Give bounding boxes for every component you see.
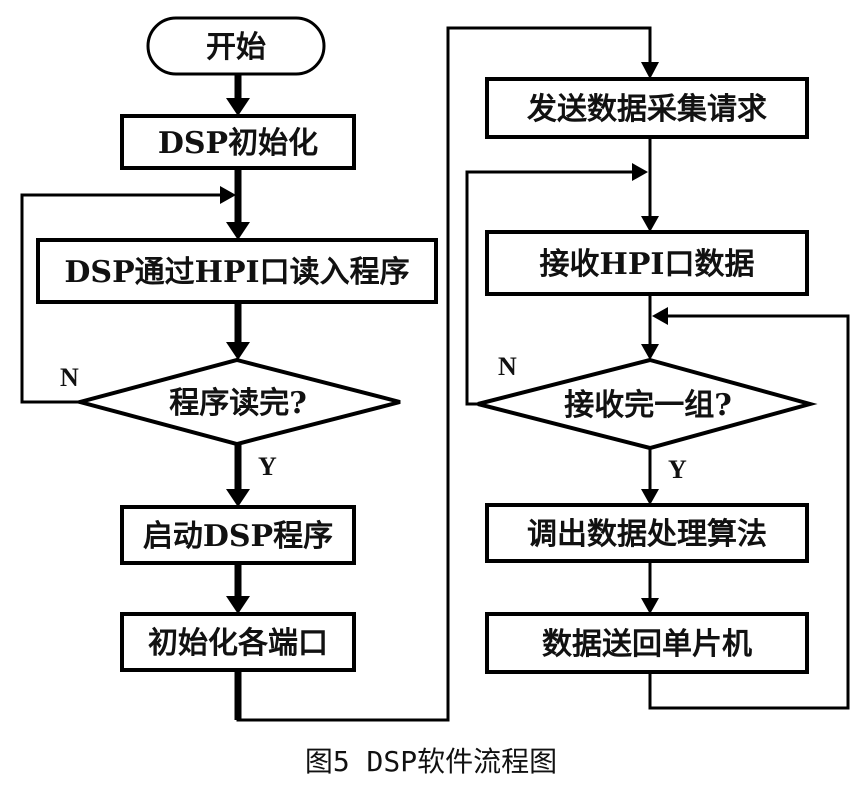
receive-hpi-label: 接收HPI口数据 <box>540 247 755 282</box>
send-request-label: 发送数据采集请求 <box>526 92 767 127</box>
read-program-label: DSP通过HPI口读入程序 <box>64 255 409 290</box>
start-label: 开始 <box>206 30 266 65</box>
arrowhead <box>652 307 668 325</box>
send-back-box <box>485 612 809 674</box>
branch-yes-left: Y <box>258 452 277 481</box>
send-request-box <box>485 77 809 139</box>
process-algo-box <box>485 503 809 563</box>
arrowhead <box>632 163 648 181</box>
init-ports-label: 初始化各端口 <box>148 626 328 661</box>
arrowhead <box>641 598 659 614</box>
start-dsp-label: 启动DSP程序 <box>143 519 333 554</box>
arrowhead <box>641 344 659 360</box>
dsp-init-label: DSP初始化 <box>158 126 318 161</box>
branch-no-left: N <box>60 363 79 392</box>
branch-yes-right: Y <box>668 455 687 484</box>
read-program-box <box>36 238 438 304</box>
arrowhead <box>641 216 659 232</box>
send-back-label: 数据送回单片机 <box>542 627 752 662</box>
arrowhead <box>226 222 250 240</box>
figure-caption: 图5 DSP软件流程图 <box>305 745 557 778</box>
arrowhead <box>220 186 236 204</box>
arrowhead <box>641 489 659 505</box>
arrowhead <box>226 489 250 507</box>
branch-no-right: N <box>498 352 517 381</box>
arrowhead <box>226 342 250 360</box>
process-algo-label: 调出数据处理算法 <box>527 517 767 552</box>
loop-back-right <box>648 314 850 710</box>
arrowhead <box>226 596 250 614</box>
receive-hpi-box <box>485 230 809 296</box>
dsp-init-box <box>120 114 356 170</box>
loop-no-right <box>465 170 634 406</box>
program-done-label: 程序读完? <box>169 386 307 421</box>
group-done-label: 接收完一组? <box>564 388 732 423</box>
arrowhead <box>226 98 250 116</box>
loop-no-left <box>20 193 222 404</box>
arrowhead <box>641 62 659 79</box>
